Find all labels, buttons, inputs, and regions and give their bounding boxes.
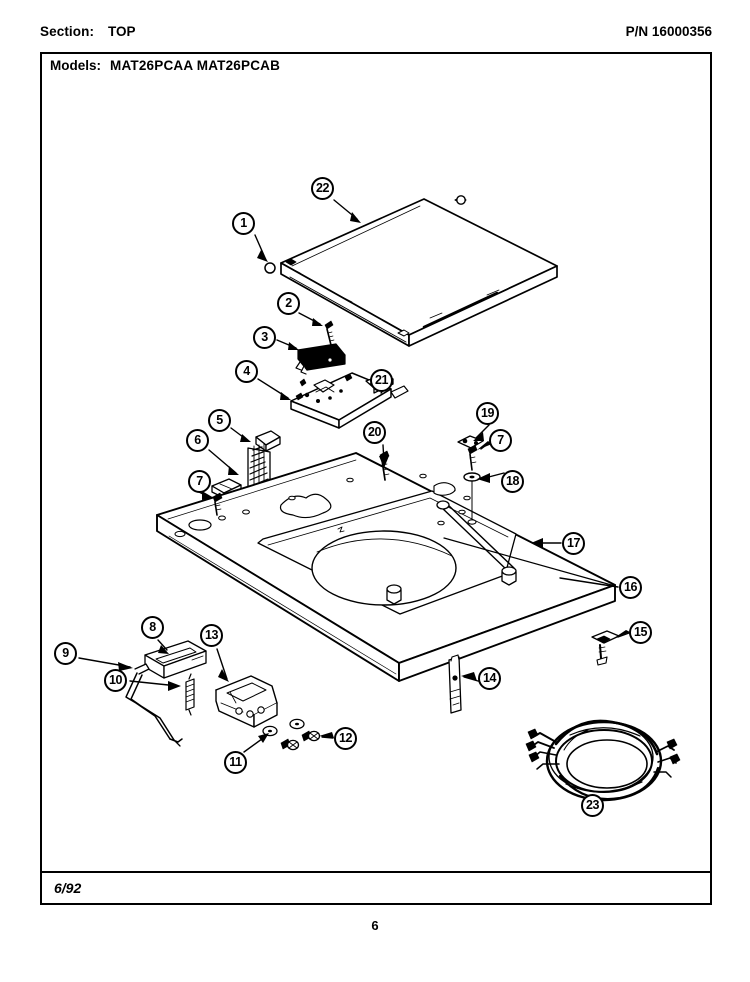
callout-hinge-plate: 19 bbox=[476, 402, 499, 425]
callout-latch-plunger: 14 bbox=[478, 667, 501, 690]
revision-bar: 6/92 bbox=[42, 871, 710, 903]
callout-washer: 11 bbox=[224, 751, 247, 774]
callout-hinge-spring-cap: 5 bbox=[208, 409, 231, 432]
callout-washer-hinge: 18 bbox=[501, 470, 524, 493]
part-number: P/N 16000356 bbox=[625, 24, 712, 39]
callout-switch-mounting-bracket: 4 bbox=[235, 360, 258, 383]
models-label: Models: bbox=[50, 58, 102, 73]
callout-screw-hinge: 7 bbox=[489, 429, 512, 452]
callout-screw-clamp: 15 bbox=[629, 621, 652, 644]
revision-date: 6/92 bbox=[54, 880, 82, 896]
callout-lid-switch: 3 bbox=[253, 326, 276, 349]
callout-screw-bracket: 20 bbox=[363, 421, 386, 444]
callout-lid-hinge-spring: 6 bbox=[186, 429, 209, 452]
callout-corner-clip: 16 bbox=[619, 576, 642, 599]
callout-top-panel: 17 bbox=[562, 532, 585, 555]
page-header: Section: TOP P/N 16000356 bbox=[40, 24, 712, 48]
callout-switch-actuator-arm: 21 bbox=[370, 369, 393, 392]
diagram-frame: Models: MAT26PCAA MAT26PCAB 6/92 bbox=[40, 52, 712, 905]
page-number: 6 bbox=[371, 918, 379, 933]
models-bar: Models: MAT26PCAA MAT26PCAB bbox=[42, 54, 710, 80]
callout-screw-hinge: 7 bbox=[188, 470, 211, 493]
callout-screw-latch: 12 bbox=[334, 727, 357, 750]
section-value: TOP bbox=[108, 24, 136, 39]
models-value: MAT26PCAA MAT26PCAB bbox=[110, 58, 281, 73]
callout-lid-latch-assembly: 13 bbox=[200, 624, 223, 647]
callout-screw-lid-switch: 2 bbox=[277, 292, 300, 315]
callout-latch-spring: 10 bbox=[104, 669, 127, 692]
callout-lid-hinge-pin: 1 bbox=[232, 212, 255, 235]
callout-lid-assembly: 22 bbox=[311, 177, 334, 200]
callout-latch-rod: 9 bbox=[54, 642, 77, 665]
callout-wiring-harness: 23 bbox=[581, 794, 604, 817]
callout-lid-strike: 8 bbox=[141, 616, 164, 639]
section-label: Section: bbox=[40, 24, 95, 39]
